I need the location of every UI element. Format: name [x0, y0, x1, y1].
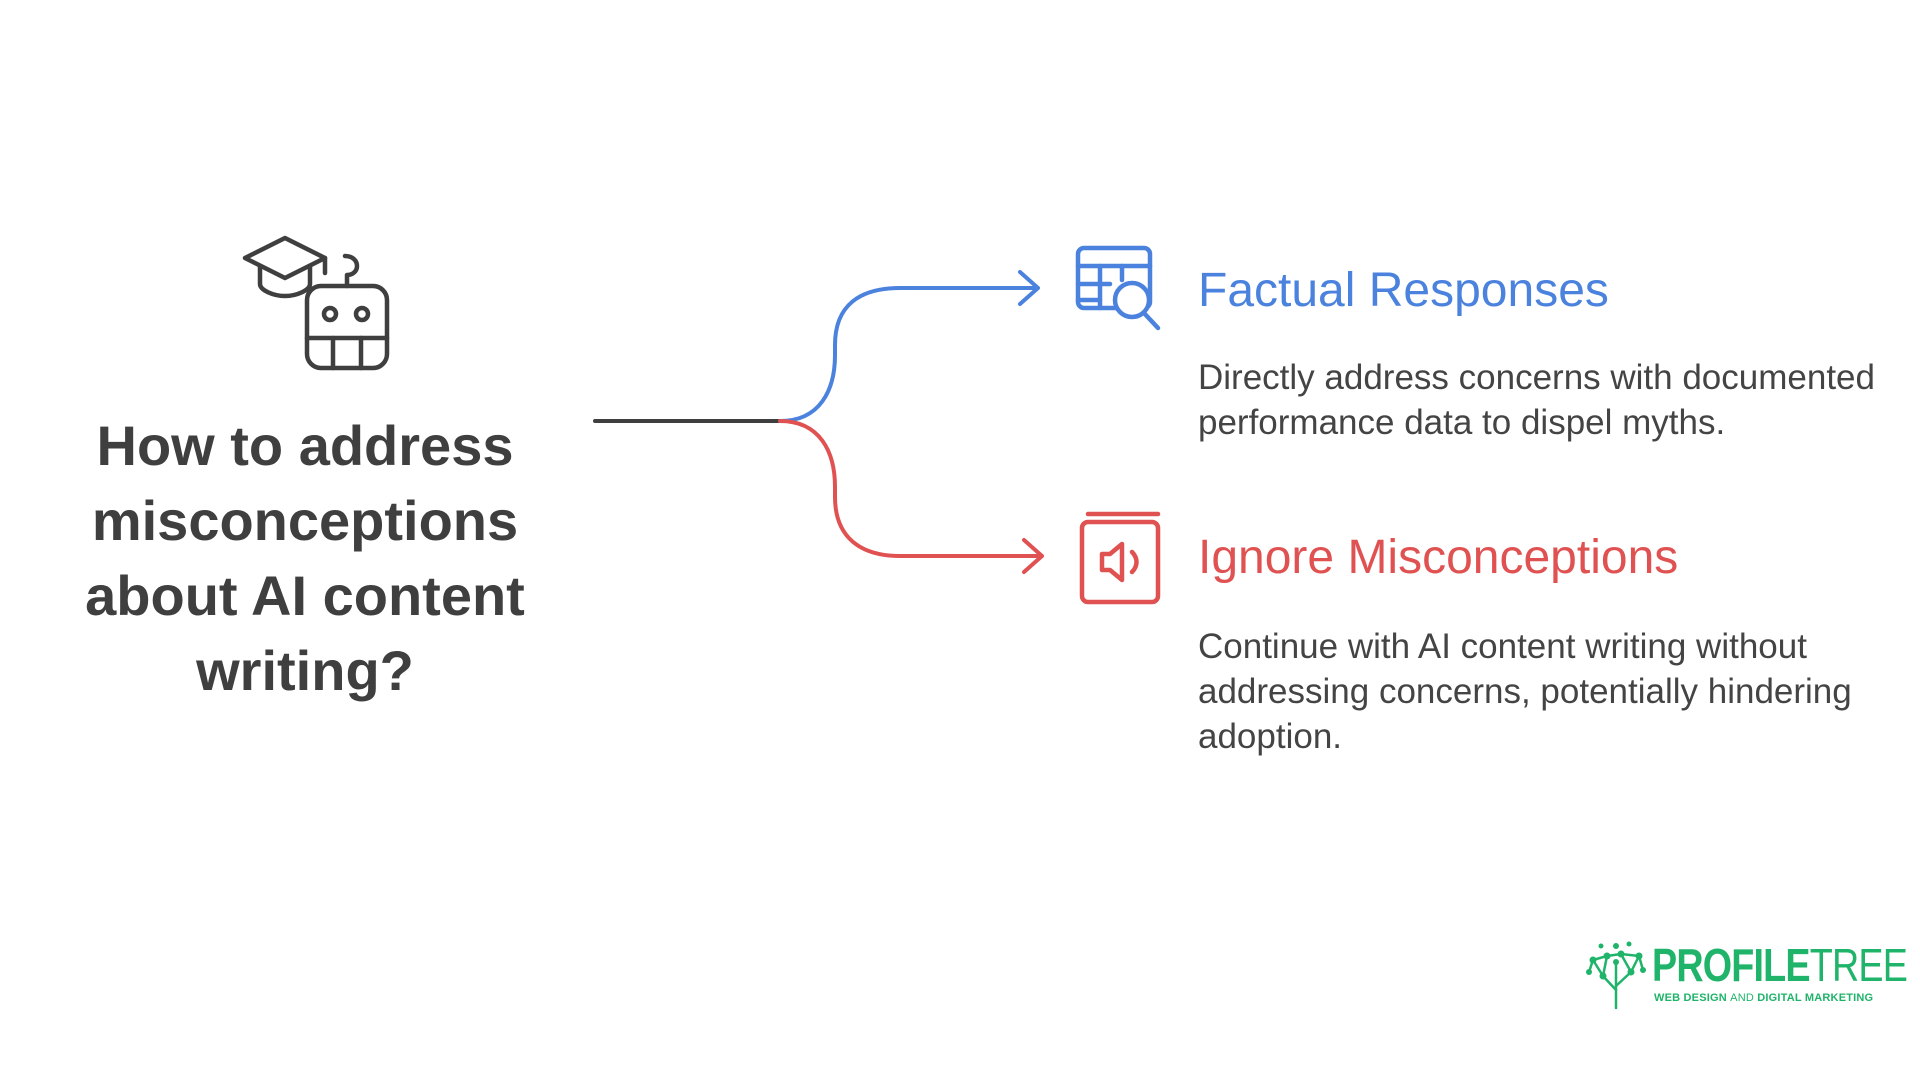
logo-tagline-bold: WEB DESIGN [1654, 992, 1727, 1004]
logo-name: PROFILETREE [1652, 939, 1908, 991]
branch-title-factual: Factual Responses [1198, 264, 1609, 317]
arrowhead-factual [1018, 270, 1040, 306]
table-search-icon [1075, 245, 1161, 331]
branch-description-factual: Directly address concerns with documente… [1198, 358, 1875, 442]
book-speaker-icon [1079, 511, 1161, 605]
profiletree-logo[interactable]: PROFILETREE WEB DESIGN AND DIGITAL MARKE… [1585, 938, 1908, 1010]
branch-line-ignore [778, 419, 1042, 558]
branch-title-ignore: Ignore Misconceptions [1198, 531, 1679, 584]
graduate-robot-icon [242, 235, 390, 371]
logo-tagline-and: AND [1730, 992, 1754, 1004]
logo-tagline: WEB DESIGN AND DIGITAL MARKETING [1654, 992, 1873, 1004]
main-question: How to address misconceptions about AI c… [85, 414, 525, 702]
logo-tagline-end: DIGITAL MARKETING [1757, 992, 1874, 1004]
arrowhead-ignore [1022, 538, 1044, 574]
branch-line-factual [778, 286, 1037, 423]
logo-name-bold: PROFILE [1652, 939, 1811, 991]
branch-description-ignore: Continue with AI content writing without… [1198, 627, 1852, 756]
logo-name-regular: TREE [1809, 939, 1908, 991]
tree-icon [1586, 941, 1646, 1010]
